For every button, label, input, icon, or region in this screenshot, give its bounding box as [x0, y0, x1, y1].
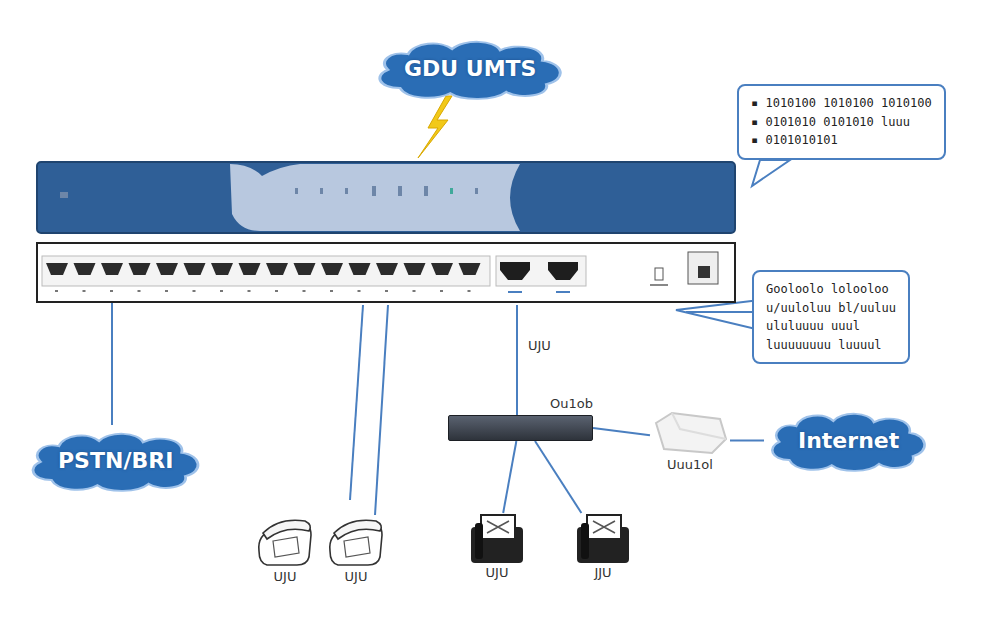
node-text: PSTN/BRI [24, 428, 207, 493]
ip-phone-icon [467, 513, 527, 565]
connector [730, 440, 764, 441]
iphone-node: UJU [467, 513, 527, 580]
node-text: GDU UMTS [370, 36, 570, 101]
node-text: JJU [573, 565, 633, 580]
node-text: Internet [764, 408, 933, 473]
router-icon [650, 409, 730, 457]
node-text: luuuuuuuu luuuul [766, 336, 896, 355]
aphone-node: UJU [253, 513, 317, 584]
connector [503, 441, 516, 513]
callout-tail [676, 300, 760, 330]
analog-phone-icon [253, 513, 317, 569]
node-text: ▪ 0101010 0101010 luuu [751, 113, 932, 132]
wire-label: UJU [526, 338, 553, 353]
node-text: ▪ 1010100 1010100 1010100 [751, 94, 932, 113]
node-text: ululuuuu uuul [766, 317, 896, 336]
iphone-node: JJU [573, 513, 633, 580]
node-text: Ou1ob [448, 396, 593, 411]
router-node: Uuu1ol [650, 409, 730, 472]
node-text: UJU [324, 569, 388, 584]
callout-node: ▪ 1010100 1010100 1010100▪ 0101010 01010… [737, 84, 946, 160]
gateway-top [37, 162, 735, 233]
connector [535, 441, 581, 513]
ip-phone-icon [573, 513, 633, 565]
node-text: UJU [253, 569, 317, 584]
gateway-panel [230, 164, 520, 231]
analog-phone-icon [324, 513, 388, 569]
cloud-node: PSTN/BRI [24, 428, 207, 493]
node-text: u/uuloluu bl/uuluu [766, 299, 896, 318]
switch-box [448, 415, 593, 441]
callout-node: Gooloolo lolooloou/uuloluu bl/uuluuululu… [752, 270, 910, 364]
lightning-symbol [418, 96, 452, 158]
cloud-node: Internet [764, 408, 933, 473]
switch-node: Ou1ob [448, 396, 593, 441]
node-text: UJU [467, 565, 527, 580]
aphone-node: UJU [324, 513, 388, 584]
callout-tail [752, 160, 790, 186]
node-text: Uuu1ol [650, 457, 730, 472]
gateway-front [37, 243, 735, 302]
node-text: Gooloolo lolooloo [766, 280, 896, 299]
node-text: ▪ 0101010101 [751, 131, 932, 150]
cloud-node: GDU UMTS [370, 36, 570, 101]
connector [593, 428, 650, 435]
